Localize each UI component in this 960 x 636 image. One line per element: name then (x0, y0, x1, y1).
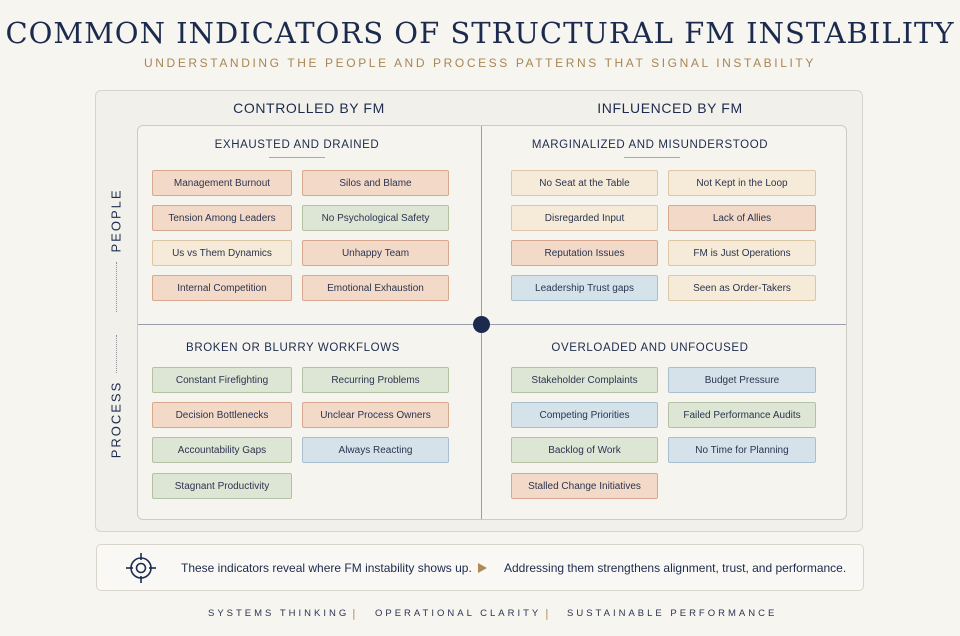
indicator-chip: Unhappy Team (302, 240, 449, 266)
indicator-chip: Constant Firefighting (152, 367, 292, 393)
indicator-chip: Silos and Blame (302, 170, 449, 196)
horizontal-divider (138, 324, 846, 325)
summary-text-left: These indicators reveal where FM instabi… (181, 561, 472, 575)
indicator-chip: Recurring Problems (302, 367, 449, 393)
quadrant-underline (269, 157, 325, 158)
row-label-process: PROCESS (108, 380, 124, 459)
indicator-chip: Failed Performance Audits (668, 402, 816, 428)
indicator-chip: Disregarded Input (511, 205, 658, 231)
column-header-influenced: INFLUENCED BY FM (597, 100, 743, 116)
indicator-chip: Us vs Them Dynamics (152, 240, 292, 266)
footer-item: SUSTAINABLE PERFORMANCE (567, 608, 778, 619)
quadrant-title-exhausted: EXHAUSTED AND DRAINED (214, 139, 380, 151)
indicator-chip: Stalled Change Initiatives (511, 473, 658, 499)
indicator-chip: Unclear Process Owners (302, 402, 449, 428)
center-dot (473, 316, 490, 333)
footer-item: SYSTEMS THINKING (208, 608, 350, 619)
indicator-chip: FM is Just Operations (668, 240, 816, 266)
quadrant-title-broken: BROKEN OR BLURRY WORKFLOWS (186, 342, 400, 354)
summary-text-right: Addressing them strengthens alignment, t… (504, 561, 847, 575)
indicator-chip: Lack of Allies (668, 205, 816, 231)
indicator-chip: Tension Among Leaders (152, 205, 292, 231)
arrow-right-icon (478, 563, 487, 573)
page-subtitle: UNDERSTANDING THE PEOPLE AND PROCESS PAT… (144, 56, 816, 70)
indicator-chip: Backlog of Work (511, 437, 658, 463)
quadrant-title-marginalized: MARGINALIZED AND MISUNDERSTOOD (531, 139, 769, 151)
footer-separator: | (545, 607, 549, 620)
indicator-chip: No Seat at the Table (511, 170, 658, 196)
row-dotted-line-people (116, 262, 118, 312)
indicator-chip: Always Reacting (302, 437, 449, 463)
footer-separator: | (352, 607, 356, 620)
indicator-chip: Decision Bottlenecks (152, 402, 292, 428)
quadrant-underline (624, 157, 680, 158)
indicator-chip: Stagnant Productivity (152, 473, 292, 499)
indicator-chip: Budget Pressure (668, 367, 816, 393)
column-header-controlled: CONTROLLED BY FM (233, 100, 385, 116)
footer-item: OPERATIONAL CLARITY (375, 608, 542, 619)
indicator-chip: Emotional Exhaustion (302, 275, 449, 301)
indicator-chip: Competing Priorities (511, 402, 658, 428)
indicator-chip: Leadership Trust gaps (511, 275, 658, 301)
row-dotted-line-process (116, 335, 118, 373)
indicator-chip: Internal Competition (152, 275, 292, 301)
indicator-chip: Not Kept in the Loop (668, 170, 816, 196)
indicator-chip: No Time for Planning (668, 437, 816, 463)
indicator-chip: Seen as Order-Takers (668, 275, 816, 301)
quadrant-title-overloaded: OVERLOADED AND UNFOCUSED (551, 342, 749, 354)
indicator-chip: Accountability Gaps (152, 437, 292, 463)
page-title: COMMON INDICATORS OF STRUCTURAL FM INSTA… (5, 16, 955, 50)
indicator-chip: No Psychological Safety (302, 205, 449, 231)
indicator-chip: Management Burnout (152, 170, 292, 196)
target-icon (126, 553, 156, 583)
indicator-chip: Reputation Issues (511, 240, 658, 266)
indicator-chip: Stakeholder Complaints (511, 367, 658, 393)
